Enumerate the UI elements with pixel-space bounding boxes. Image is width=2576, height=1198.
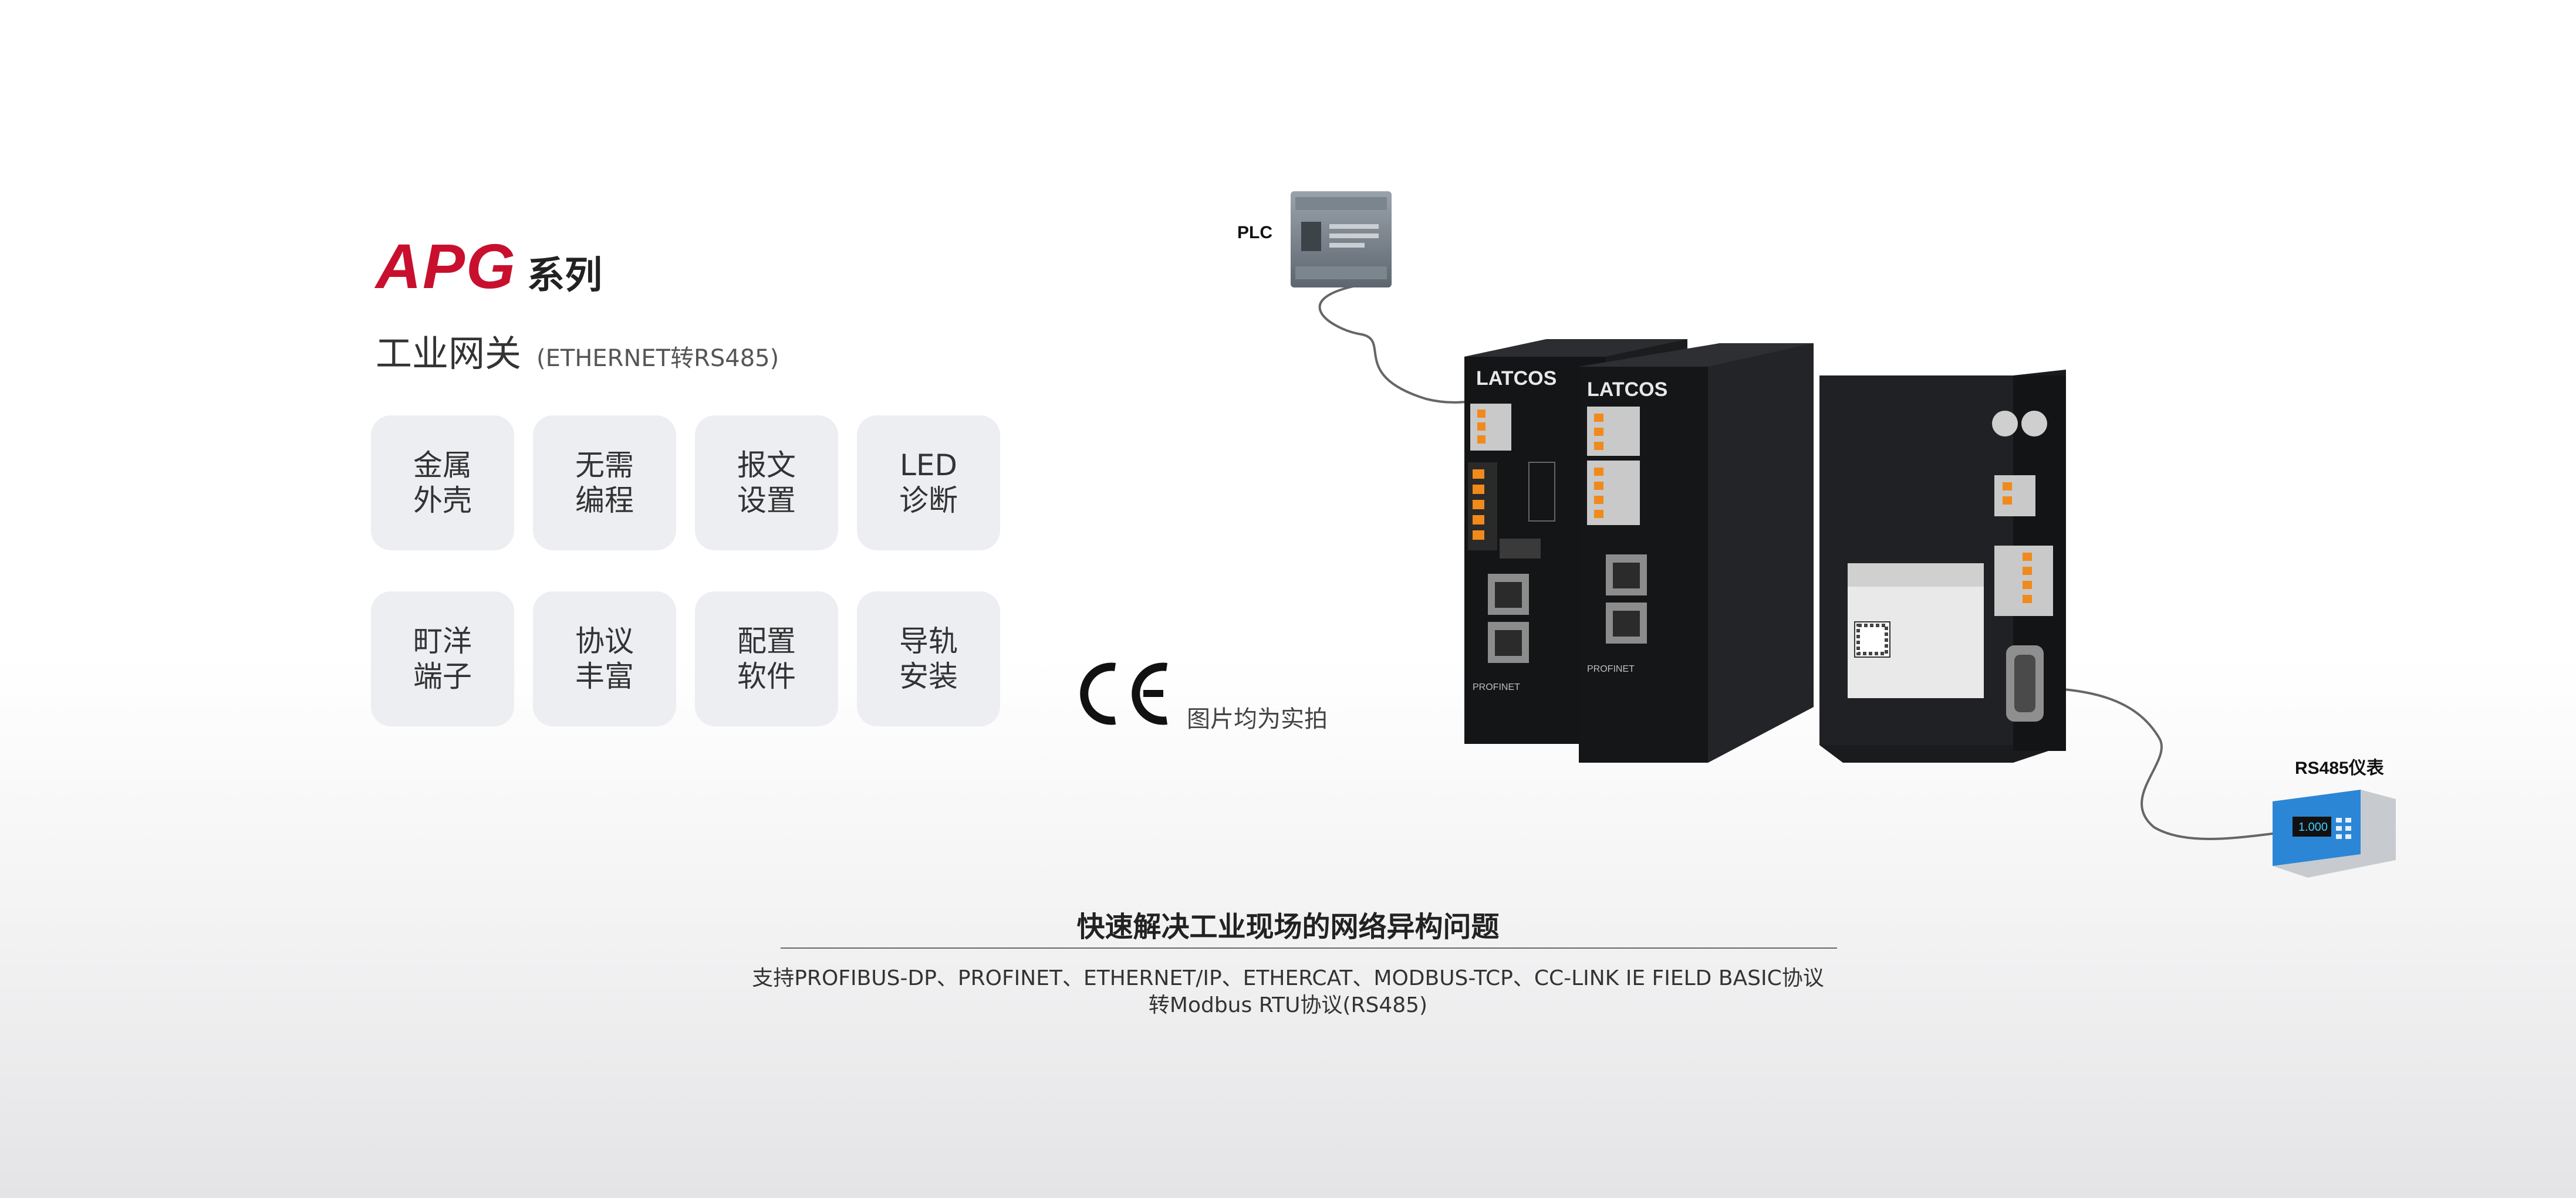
rs485-meter-icon: 1.000: [2273, 790, 2396, 878]
feature-line: LED: [900, 448, 957, 482]
feature-line: 协议: [575, 624, 634, 658]
device-protocol: PROFINET: [1587, 664, 1635, 674]
plc-device-icon: [1291, 191, 1392, 287]
photo-caption: 图片均为实拍: [1187, 706, 1328, 733]
meter-cable: [2021, 686, 2278, 840]
feature-line: 外壳: [413, 483, 472, 517]
feature-tile: LED 诊断: [857, 415, 1000, 550]
feature-tile: 导轨 安装: [857, 591, 1000, 726]
ce-mark-icon: [1080, 662, 1168, 725]
footer-description-line1: 支持PROFIBUS-DP、PROFINET、ETHERNET/IP、ETHER…: [752, 966, 1824, 990]
plc-label: PLC: [1237, 223, 1272, 242]
feature-line: 软件: [737, 659, 796, 693]
device-protocol: PROFINET: [1473, 682, 1520, 692]
feature-line: 报文: [737, 448, 796, 482]
feature-line: 设置: [737, 483, 796, 517]
feature-line: 金属: [413, 448, 472, 482]
footer-headline: 快速解决工业现场的网络异构问题: [1076, 911, 1500, 943]
meter-reading: 1.000: [2298, 821, 2328, 834]
feature-tile: 配置 软件: [695, 591, 838, 726]
divider: [781, 947, 1837, 949]
device-brand: LATCOS: [1587, 378, 1667, 401]
feature-line: 安装: [899, 659, 958, 693]
plc-cable: [1318, 280, 1480, 404]
gateway-device-rear: [1819, 370, 2066, 763]
feature-line: 无需: [575, 448, 634, 482]
feature-tile: 无需 编程: [533, 415, 676, 550]
feature-line: 端子: [413, 659, 472, 693]
feature-line: 丰富: [575, 659, 634, 693]
feature-line: 导轨: [899, 624, 958, 658]
footer-description-line2: 转Modbus RTU协议(RS485): [1148, 993, 1428, 1017]
gateway-device-middle: LATCOS PROFINET: [1579, 343, 1814, 763]
feature-tile: 报文 设置: [695, 415, 838, 550]
rs485-meter-label: RS485仪表: [2295, 759, 2384, 778]
feature-tile: 协议 丰富: [533, 591, 676, 726]
device-brand: LATCOS: [1476, 367, 1557, 390]
brand-series-label: 系列: [527, 254, 603, 297]
feature-line: 町洋: [413, 624, 472, 658]
product-subtitle: 工业网关 (ETHERNET转RS485): [376, 324, 779, 377]
feature-tile: 金属 外壳: [371, 415, 514, 550]
brand-title: APG 系列: [376, 233, 602, 298]
feature-tile: 町洋 端子: [371, 591, 514, 726]
feature-line: 编程: [575, 483, 634, 517]
subtitle-main: 工业网关: [376, 332, 522, 375]
feature-line: 配置: [737, 624, 796, 658]
brand-logo: APG: [376, 231, 517, 302]
feature-line: 诊断: [899, 483, 958, 517]
subtitle-note: (ETHERNET转RS485): [536, 345, 779, 372]
